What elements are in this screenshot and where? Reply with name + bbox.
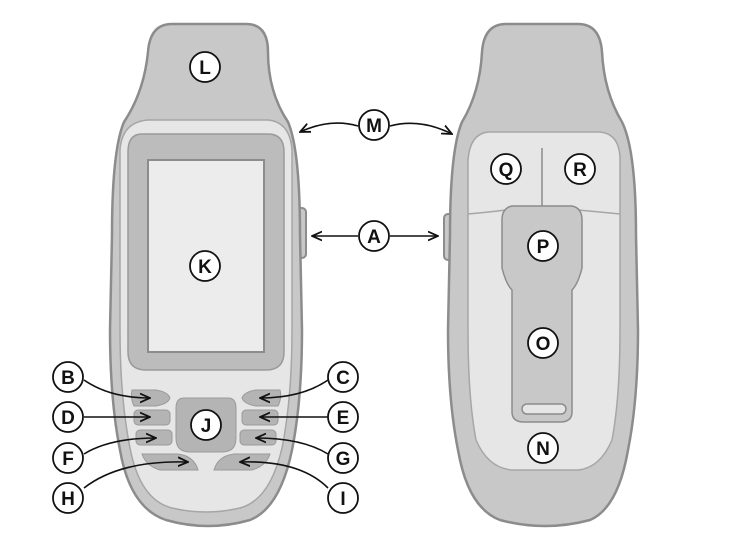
arrow-i <box>240 462 329 489</box>
callout-r: R <box>564 153 596 185</box>
callout-k-text: K <box>198 257 212 278</box>
connector-arrows <box>300 122 452 236</box>
callout-a: A <box>358 220 390 252</box>
callout-g-text: G <box>336 449 351 470</box>
arrow-c <box>260 379 329 398</box>
callout-o-text: O <box>536 334 551 355</box>
callout-h: H <box>52 482 84 514</box>
arrow-b <box>83 379 150 398</box>
mounting-spine <box>501 205 583 423</box>
callout-m: M <box>358 109 390 141</box>
callout-r-text: R <box>573 160 587 181</box>
callout-o: O <box>527 327 559 359</box>
callout-f: F <box>52 442 84 474</box>
callout-c: C <box>327 361 359 393</box>
callout-q-text: Q <box>499 160 514 181</box>
callout-i-text: I <box>340 489 345 510</box>
callout-f-text: F <box>62 449 74 470</box>
spine-slot <box>521 403 567 415</box>
callout-e-text: E <box>337 408 350 429</box>
callout-labels: L K J B D F H C <box>52 51 596 514</box>
callout-h-text: H <box>61 489 75 510</box>
callout-i: I <box>327 482 359 514</box>
callout-p-text: P <box>537 237 550 258</box>
arrow-f <box>83 438 156 455</box>
callout-a-text: A <box>367 227 381 248</box>
callout-q: Q <box>490 153 522 185</box>
callout-m-text: M <box>366 116 382 137</box>
callout-p: P <box>527 230 559 262</box>
callout-n: N <box>527 432 559 464</box>
arrow-g <box>256 438 329 455</box>
callout-j: J <box>190 409 222 441</box>
device-back-view <box>443 22 640 528</box>
callout-b-text: B <box>61 368 75 389</box>
callout-k: K <box>189 250 221 282</box>
callout-d-text: D <box>61 408 75 429</box>
callout-c-text: C <box>336 368 350 389</box>
callout-n-text: N <box>536 439 550 460</box>
arrow-m-left <box>300 122 359 132</box>
back-panel-seam <box>467 209 621 215</box>
callout-l-text: L <box>199 58 211 79</box>
callout-j-text: J <box>201 416 212 437</box>
callout-b: B <box>52 361 84 393</box>
arrow-m-right <box>389 122 452 134</box>
keypad-arrows <box>83 379 329 489</box>
callout-e: E <box>327 401 359 433</box>
arrow-h <box>83 462 188 489</box>
callout-d: D <box>52 401 84 433</box>
callout-l: L <box>189 51 221 83</box>
callout-g: G <box>327 442 359 474</box>
